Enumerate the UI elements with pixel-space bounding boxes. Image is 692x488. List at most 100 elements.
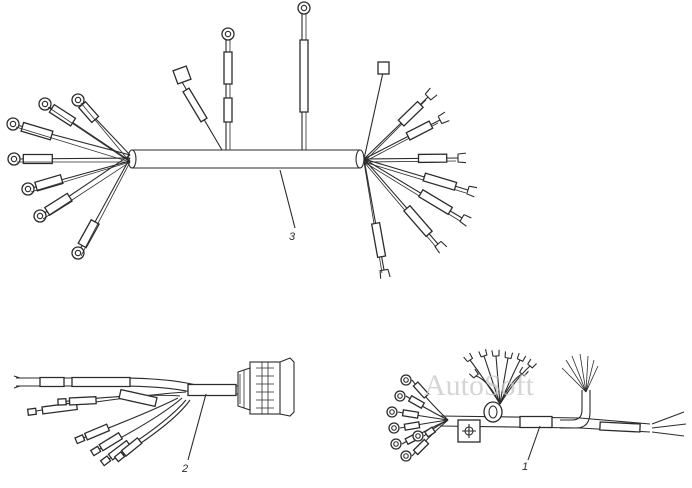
harness-3-right-fork-terminal bbox=[466, 185, 478, 198]
harness-1-left-wire bbox=[405, 395, 449, 421]
harness-1-left-wire bbox=[411, 379, 449, 421]
harness-2-label: 2 bbox=[181, 463, 188, 475]
harness-3-right-sleeve bbox=[417, 153, 448, 164]
harness-3-top-ring-terminal bbox=[221, 27, 235, 41]
harness-3-left-sleeve bbox=[22, 153, 53, 165]
harness-1-left-sleeve bbox=[423, 426, 437, 438]
harness-2-blade-terminal bbox=[57, 398, 67, 406]
harness-1-sleeve bbox=[519, 415, 553, 429]
harness-1-end-wire bbox=[651, 431, 685, 437]
harness-3-right-sleeve bbox=[422, 172, 458, 191]
harness-1-left-ring-terminal bbox=[390, 438, 402, 450]
harness-3-top-sleeve bbox=[299, 39, 309, 113]
harness-3-right-fork-terminal bbox=[437, 111, 450, 125]
harness-2-wire-end bbox=[13, 375, 21, 389]
harness-1-left-ring-terminal bbox=[412, 430, 424, 442]
harness-1-left-ring-terminal-hole bbox=[393, 441, 399, 447]
harness-1-top-fork-terminal bbox=[463, 352, 474, 363]
harness-3-right-branches bbox=[363, 61, 478, 279]
harness-3-left-ring-terminal-hole bbox=[74, 96, 82, 104]
harness-1-left-ring-terminal-hole bbox=[397, 393, 403, 399]
harness-3-left-ring-terminal-hole bbox=[10, 155, 18, 163]
harness-3-right-fork-terminal bbox=[459, 214, 472, 227]
harness-1-top-fork-terminal bbox=[478, 349, 488, 358]
harness-1-top-wire bbox=[475, 375, 501, 405]
harness-1-top-wire bbox=[483, 355, 501, 405]
harness-3-right-sleeve bbox=[405, 120, 434, 141]
harness-1-top-fork-terminal bbox=[516, 352, 527, 362]
harness-3-left-sleeve bbox=[34, 173, 64, 192]
harness-3-left-ring-terminal bbox=[33, 209, 47, 223]
harness-3-top-block-terminal bbox=[172, 65, 192, 85]
harness-1-left-ring-terminal bbox=[400, 450, 412, 462]
harness-1-fan-wire bbox=[585, 355, 589, 393]
harness-2-blade-terminal bbox=[113, 450, 126, 463]
harness-2-blade-terminal bbox=[26, 407, 38, 416]
harness-1-top-fork-terminal bbox=[527, 358, 537, 369]
harness-2-sleeve bbox=[187, 383, 237, 397]
harness-1-left-wire bbox=[397, 411, 449, 421]
harness-3-label: 3 bbox=[289, 231, 296, 243]
harness-1-top-fork-terminal bbox=[504, 351, 514, 360]
harness-1-left-ring-terminal bbox=[400, 374, 412, 386]
harness-1-fan-wire bbox=[585, 365, 599, 393]
harness-1-left-ring-terminal-hole bbox=[403, 453, 409, 459]
harness-1-fan-wire bbox=[585, 359, 595, 393]
harness-1-left-ring-terminal bbox=[394, 390, 406, 402]
harness-1-left-ring-terminal-hole bbox=[391, 425, 397, 431]
harness-1-fan-wire bbox=[571, 355, 587, 393]
harness-3-left-wire-edge bbox=[15, 126, 131, 163]
harness-1-sleeve bbox=[599, 421, 641, 433]
harness-3-right-fork-terminal bbox=[434, 240, 448, 254]
harness-3-leader-line bbox=[279, 169, 296, 229]
harness-3-top-ring-terminal-hole bbox=[300, 4, 308, 12]
harness-1-grommet bbox=[483, 401, 503, 423]
harness-1-label: 1 bbox=[522, 461, 528, 473]
harness-3-right-sleeve bbox=[417, 188, 454, 216]
harness-1-left-wire bbox=[411, 419, 449, 457]
harness-2-leader-line bbox=[187, 393, 207, 461]
harness-3-left-ring-terminal bbox=[6, 117, 20, 131]
harness-1-top-fork-terminal bbox=[468, 368, 480, 379]
harness-1-left-wire bbox=[399, 419, 449, 429]
harness-3-left-wire-edge bbox=[42, 161, 131, 220]
harness-3-right-sleeve bbox=[402, 204, 434, 238]
harness-3-left-sleeve bbox=[77, 218, 100, 249]
harness-1-end-wire bbox=[651, 411, 685, 425]
harness-3-left-ring-terminal-hole bbox=[36, 212, 44, 220]
harness-3-left-wire-edge bbox=[47, 106, 131, 163]
harness-3-right-fork-terminal bbox=[379, 268, 391, 279]
harness-3-left-ring-terminal-hole bbox=[74, 249, 82, 257]
harness-3-left-ring-terminal-hole bbox=[41, 100, 49, 108]
harness-1-clamp-bracket bbox=[457, 419, 481, 443]
harness-3-left-ring-terminal-hole bbox=[9, 120, 17, 128]
harness-1-top-fork-terminal bbox=[491, 349, 500, 357]
harness-3-top-ring-terminal bbox=[297, 1, 311, 15]
harness-3-left-wire-edge bbox=[80, 161, 131, 257]
harness-3-left-ring-terminal-hole bbox=[24, 185, 32, 193]
harness-2-sleeve bbox=[118, 388, 158, 408]
harness-3-trunk bbox=[127, 149, 365, 169]
harness-1-left-ring-terminal-hole bbox=[415, 433, 421, 439]
harness-1-fan-wire bbox=[579, 353, 587, 393]
harness-3-left-branches bbox=[6, 93, 131, 260]
harness-2-connector-block bbox=[237, 357, 295, 417]
harness-3-top-sleeve bbox=[182, 87, 208, 123]
harness-1-top-wire bbox=[499, 357, 509, 405]
harness-1-left-sleeve bbox=[401, 409, 420, 419]
harness-1-left-ring-terminal bbox=[388, 422, 400, 434]
harness-2-blade-terminal bbox=[89, 445, 102, 457]
harness-2: 2 bbox=[13, 357, 295, 475]
harness-2-sleeve bbox=[71, 376, 131, 388]
harness-1-left-sleeve bbox=[403, 421, 421, 431]
harness-3-right-fork-terminal bbox=[457, 152, 467, 164]
harness-3-right-block-terminal bbox=[377, 61, 390, 75]
harness-3-right-fork-terminal bbox=[424, 87, 438, 101]
harness-3: 3 bbox=[6, 1, 478, 279]
harness-2-sleeve bbox=[120, 436, 143, 457]
harness-1-top-wire bbox=[499, 373, 523, 405]
harness-3-left-ring-terminal bbox=[21, 182, 35, 196]
harness-2-sleeve bbox=[83, 423, 111, 441]
harness-2-sleeve bbox=[98, 431, 124, 452]
harness-1-fan-wire bbox=[561, 367, 587, 393]
